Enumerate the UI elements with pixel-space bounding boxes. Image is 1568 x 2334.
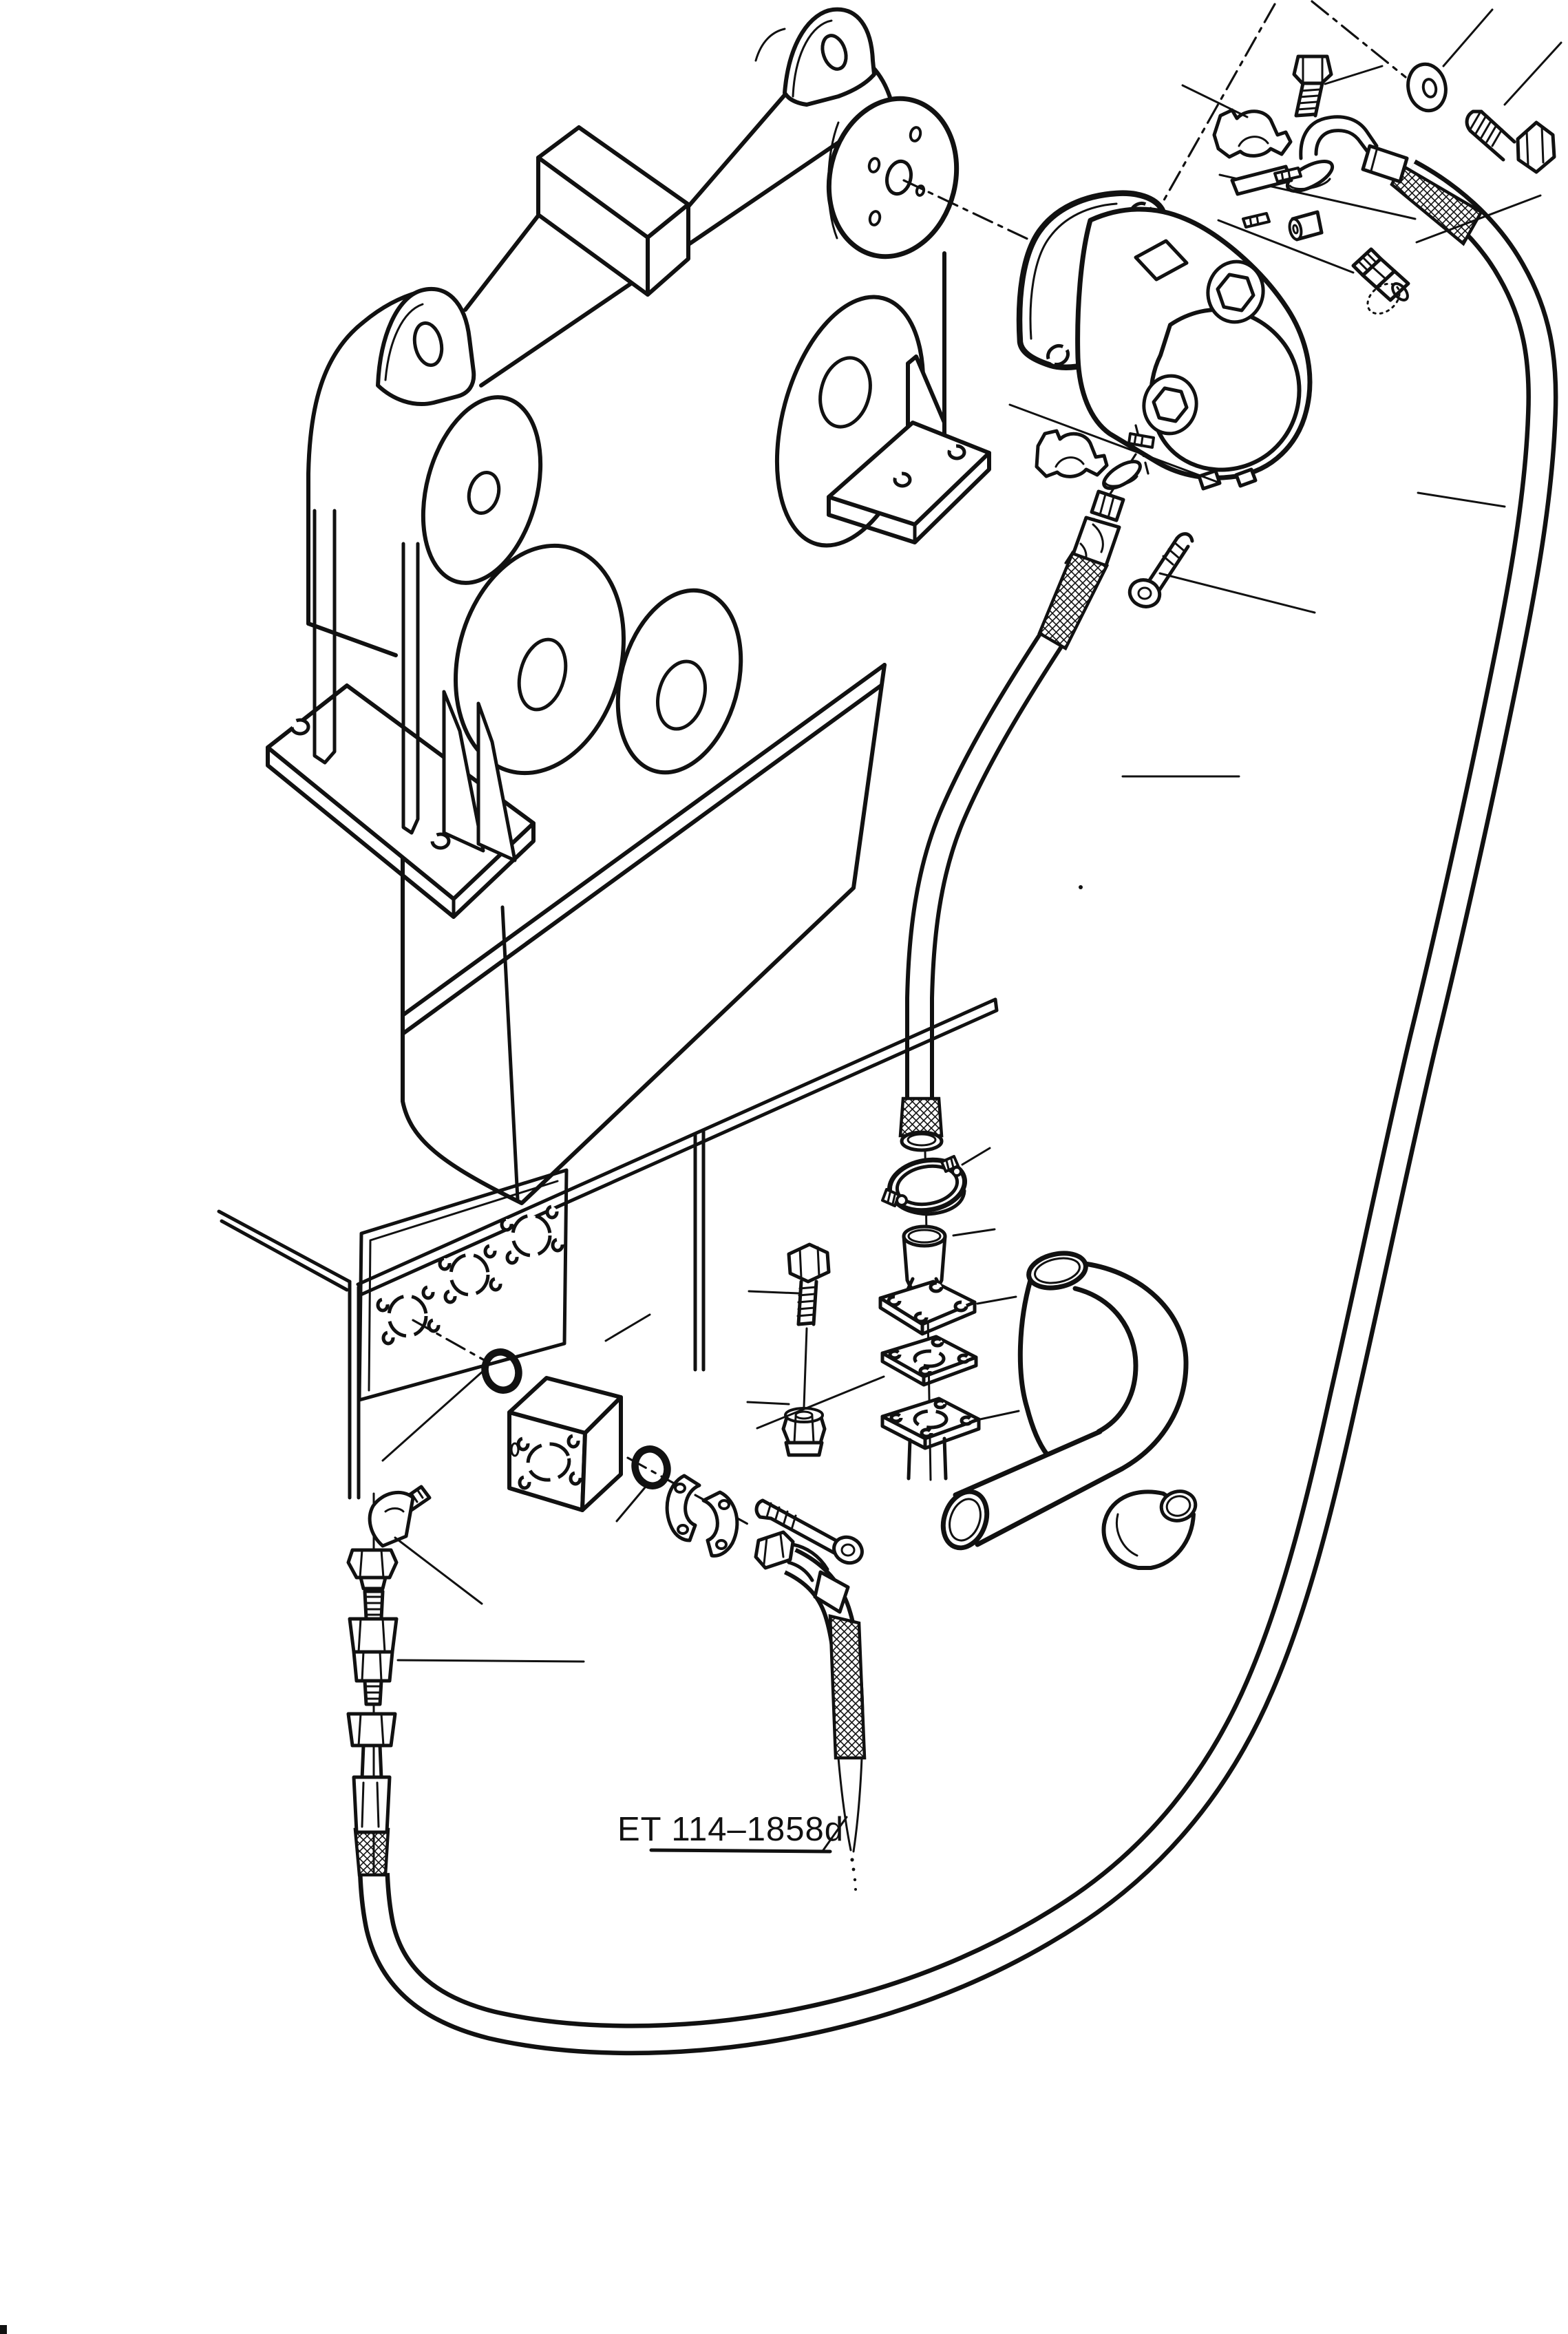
- page-corner-mark: [0, 2325, 7, 2334]
- hose-clamp-band: [881, 1155, 968, 1216]
- adapter-block: [507, 1376, 623, 1512]
- lifting-lug-right: [754, 7, 876, 107]
- leader-lines: [381, 8, 1562, 1663]
- pump-mounting-axis: [902, 179, 1048, 249]
- bolt-nut-left: [781, 1242, 831, 1457]
- flat-washer: [1406, 62, 1448, 113]
- elbow-hose-fitting: [1285, 115, 1379, 193]
- elbow-pipe-stub: [1101, 1489, 1198, 1570]
- hose-socket: [352, 1775, 392, 1834]
- spring-pin-lower: [1127, 432, 1155, 449]
- hose-braid-bottom: [353, 1827, 390, 1877]
- swivel-nut: [346, 1712, 397, 1781]
- hex-bolt-left: [787, 1242, 831, 1326]
- fitting-stack-left: [346, 1485, 432, 1875]
- top-block: [536, 125, 690, 297]
- et-hose: [754, 1530, 867, 1891]
- flange-plate-upper: [878, 1280, 977, 1336]
- gasket-panel: [357, 1168, 569, 1402]
- pump-plug-bottom: [1142, 374, 1198, 436]
- wall-corner-lines: [217, 997, 999, 1500]
- hose-end-fitting: [1070, 460, 1142, 569]
- elbow-fitting: [368, 1485, 432, 1548]
- socket-screw-upper: [1127, 532, 1194, 608]
- split-flange-half-right: [701, 1490, 739, 1558]
- pump-plug-top: [1206, 259, 1265, 324]
- label-underline: [649, 1848, 832, 1854]
- hydraulic-hose-main: [353, 159, 1558, 2056]
- bushing-cylinder: [1288, 210, 1324, 242]
- hex-bolt-vertical: [1292, 54, 1333, 118]
- o-ring-2: [631, 1445, 671, 1489]
- center-axes: [902, 0, 1407, 249]
- union-adapter: [348, 1589, 399, 1706]
- clamp-bolt-axis: [1143, 3, 1276, 237]
- clamp-stack: [878, 1149, 981, 1481]
- oil-pan: [401, 663, 887, 1205]
- split-flange-half-left: [665, 1474, 701, 1542]
- hardware-top: [1212, 54, 1556, 315]
- elbow-pipe-opening: [1026, 1251, 1088, 1291]
- washer-bolt-axis: [1311, 0, 1407, 78]
- port-pattern-3: [500, 1205, 564, 1265]
- pump-assembly: [1016, 190, 1313, 491]
- o-ring-1: [481, 1348, 522, 1394]
- support-posts: [312, 509, 517, 862]
- et-elbow-fitting: [754, 1530, 850, 1614]
- hose-ferrule: [1361, 144, 1409, 184]
- flange-plate-lower: [880, 1397, 981, 1481]
- stray-dot: [1079, 885, 1083, 889]
- plug-fitting: [1351, 247, 1410, 315]
- pump-notch: [1134, 239, 1189, 282]
- front-boss-discs: [421, 295, 926, 776]
- label-leader: [822, 1816, 848, 1852]
- clamp-half-upper: [1212, 108, 1293, 159]
- clamp-half-lower: [1035, 429, 1109, 478]
- elbow-pipe-open-end: [940, 1489, 990, 1551]
- figure-label: ET 114–1858d: [617, 1811, 848, 1854]
- elbow-pipe: [908, 1251, 1198, 1570]
- hydraulic-hose-middle: [898, 460, 1194, 1152]
- hex-nut-left: [781, 1407, 827, 1457]
- hose-braid-upper: [1037, 551, 1110, 651]
- hose-braid-lower: [898, 1096, 944, 1138]
- et-hose-tail: [837, 1757, 863, 1891]
- hex-bolt-right: [1465, 109, 1556, 174]
- spring-pins: [1242, 167, 1302, 229]
- socket-screw-lower: [754, 1498, 864, 1565]
- gearbox-housing: [266, 7, 991, 1205]
- port-pattern-1: [376, 1285, 441, 1346]
- wall-panel: [217, 997, 999, 1512]
- port-pattern-2: [438, 1244, 502, 1304]
- output-flange-disc: [826, 96, 960, 259]
- leader-clamp-lower: [1008, 403, 1218, 483]
- mounting-bracket: [827, 354, 991, 544]
- pump-body: [1075, 206, 1313, 491]
- figure-label-text: ET 114–1858d: [617, 1811, 844, 1848]
- split-flange-group: [626, 1456, 864, 1565]
- lifting-lug-left: [376, 286, 476, 407]
- gasket-plate: [880, 1335, 978, 1387]
- hex-nut-stack: [346, 1548, 399, 1591]
- et-hose-braid: [828, 1614, 867, 1760]
